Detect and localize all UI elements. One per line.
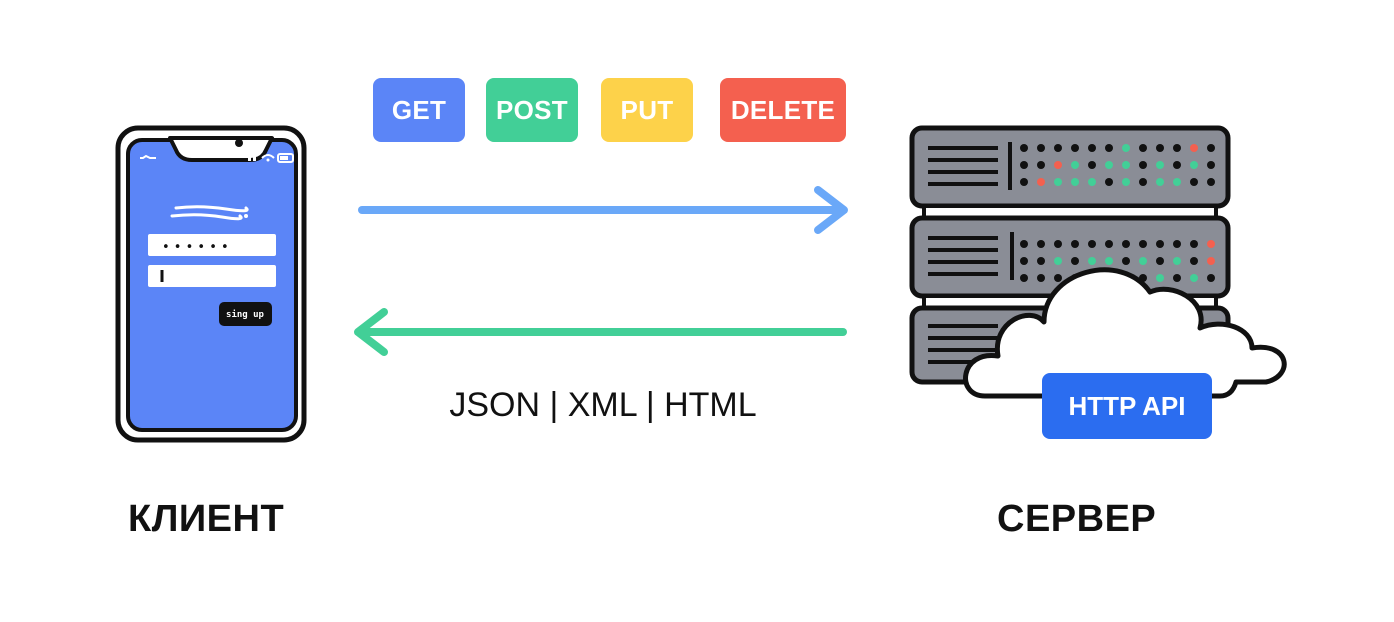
- server-led-icon: [1156, 161, 1164, 169]
- server-led-icon: [1139, 257, 1147, 265]
- server-led-icon: [1190, 257, 1198, 265]
- server-led-icon: [1190, 274, 1198, 282]
- put-method-badge: PUT: [601, 78, 693, 142]
- server-led-icon: [1122, 178, 1130, 186]
- server-led-icon: [1173, 274, 1181, 282]
- server-led-icon: [1071, 144, 1079, 152]
- server-led-icon: [1020, 257, 1028, 265]
- server-led-icon: [1105, 240, 1113, 248]
- server-led-icon: [1207, 161, 1215, 169]
- server-led-icon: [1122, 257, 1130, 265]
- server-led-icon: [1088, 144, 1096, 152]
- response-formats-label: JSON | XML | HTML: [449, 386, 757, 424]
- server-icon: [909, 125, 1287, 399]
- server-led-icon: [1020, 144, 1028, 152]
- server-led-icon: [1190, 178, 1198, 186]
- server-led-icon: [1105, 257, 1113, 265]
- http-api-badge: HTTP API: [1042, 373, 1212, 439]
- server-led-icon: [1122, 144, 1130, 152]
- response-arrow: [354, 308, 847, 356]
- server-led-icon: [1037, 161, 1045, 169]
- server-led-icon: [1156, 178, 1164, 186]
- server-led-icon: [1020, 178, 1028, 186]
- server-led-icon: [1156, 274, 1164, 282]
- server-led-icon: [1037, 257, 1045, 265]
- request-arrow: [358, 186, 848, 234]
- server-led-icon: [1156, 144, 1164, 152]
- server-led-icon: [1054, 144, 1062, 152]
- server-led-icon: [1190, 161, 1198, 169]
- server-led-icon: [1037, 274, 1045, 282]
- server-led-icon: [1020, 161, 1028, 169]
- server-led-icon: [1088, 240, 1096, 248]
- server-led-icon: [1139, 161, 1147, 169]
- server-led-icon: [1207, 144, 1215, 152]
- server-led-icon: [1173, 178, 1181, 186]
- server-led-icon: [1054, 240, 1062, 248]
- post-method-badge: POST: [486, 78, 578, 142]
- server-led-icon: [1173, 257, 1181, 265]
- client-label: КЛИЕНТ: [128, 498, 285, 540]
- phone-icon: [115, 125, 307, 443]
- delete-method-badge: DELETE: [720, 78, 846, 142]
- server-led-icon: [1071, 161, 1079, 169]
- server-led-icon: [1088, 161, 1096, 169]
- password-mask: • • • • • •: [162, 240, 229, 255]
- get-method-badge: GET: [373, 78, 465, 142]
- server-led-icon: [1037, 144, 1045, 152]
- server-led-icon: [1156, 240, 1164, 248]
- server-led-icon: [1054, 274, 1062, 282]
- server-label: СЕРВЕР: [997, 498, 1157, 540]
- server-led-icon: [1071, 257, 1079, 265]
- server-led-icon: [1105, 144, 1113, 152]
- server-led-icon: [1071, 178, 1079, 186]
- server-led-icon: [1054, 161, 1062, 169]
- server-led-icon: [1173, 144, 1181, 152]
- server-led-icon: [1020, 274, 1028, 282]
- server-led-icon: [1071, 240, 1079, 248]
- server-led-icon: [1037, 178, 1045, 186]
- server-led-icon: [1207, 257, 1215, 265]
- server-led-icon: [1088, 178, 1096, 186]
- server-led-icon: [1088, 257, 1096, 265]
- signup-button[interactable]: sing up: [226, 310, 264, 320]
- server-led-icon: [1207, 240, 1215, 248]
- server-led-icon: [1139, 240, 1147, 248]
- server-led-icon: [1190, 144, 1198, 152]
- server-led-icon: [1105, 161, 1113, 169]
- server-led-icon: [1054, 257, 1062, 265]
- server-led-icon: [1020, 240, 1028, 248]
- server-led-icon: [1054, 178, 1062, 186]
- server-led-icon: [1173, 161, 1181, 169]
- server-led-icon: [1037, 240, 1045, 248]
- server-led-icon: [1122, 161, 1130, 169]
- server-led-icon: [1207, 178, 1215, 186]
- server-led-icon: [1190, 240, 1198, 248]
- server-led-icon: [1139, 144, 1147, 152]
- server-led-icon: [1156, 257, 1164, 265]
- server-led-icon: [1207, 274, 1215, 282]
- server-led-icon: [1173, 240, 1181, 248]
- server-led-icon: [1122, 240, 1130, 248]
- server-led-icon: [1105, 178, 1113, 186]
- server-led-icon: [1139, 178, 1147, 186]
